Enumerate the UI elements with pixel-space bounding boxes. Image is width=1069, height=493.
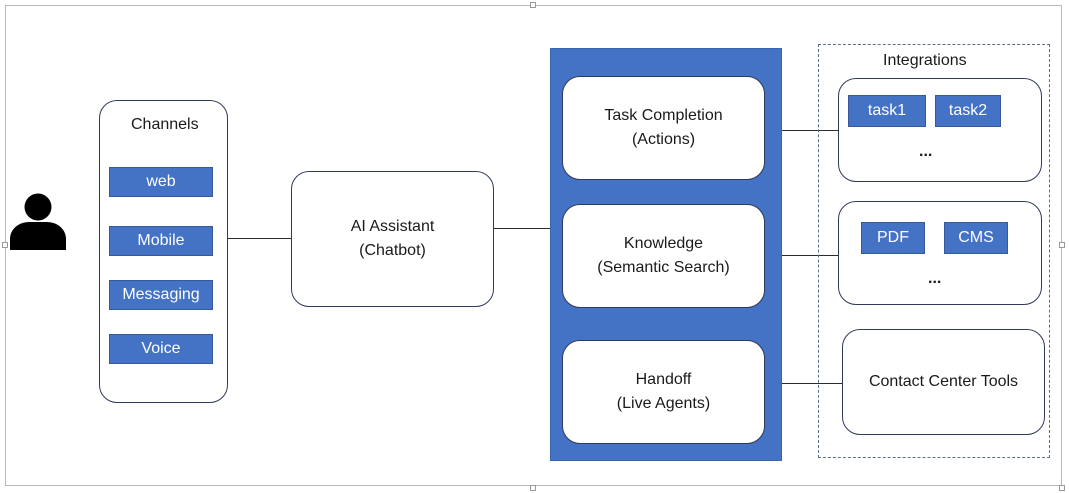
integration-task1[interactable]: task1 [848, 95, 926, 127]
task-completion-subtitle: (Actions) [631, 131, 696, 148]
task-integrations-box[interactable]: task1 task2 ... [838, 78, 1042, 182]
contact-center-tools-box[interactable]: Contact Center Tools [842, 329, 1045, 435]
channels-title: Channels [131, 116, 199, 133]
ai-assistant-subtitle: (Chatbot) [359, 242, 426, 259]
content-integrations-box[interactable]: PDF CMS ... [838, 201, 1042, 305]
resize-handle-bottom-right[interactable] [1059, 485, 1065, 491]
task-integrations-more: ... [919, 143, 933, 160]
integration-task2[interactable]: task2 [935, 95, 1001, 127]
ai-assistant-box[interactable]: AI Assistant (Chatbot) [291, 171, 494, 307]
connector-assistant-panel [494, 228, 550, 229]
channel-messaging[interactable]: Messaging [109, 280, 213, 310]
integrations-title: Integrations [883, 52, 967, 69]
handoff-title: Handoff [635, 371, 692, 388]
connector-channels-assistant [228, 238, 292, 239]
handoff-box[interactable]: Handoff (Live Agents) [562, 340, 765, 444]
integration-pdf[interactable]: PDF [861, 222, 925, 254]
connector-handoff-integrations [782, 383, 842, 384]
task-completion-title: Task Completion [604, 107, 723, 124]
handoff-subtitle: (Live Agents) [616, 395, 711, 412]
knowledge-title: Knowledge [623, 235, 704, 252]
resize-handle-top-middle[interactable] [530, 2, 536, 8]
channel-web[interactable]: web [109, 167, 213, 197]
contact-center-tools-label: Contact Center Tools [868, 373, 1019, 390]
integration-cms[interactable]: CMS [944, 222, 1008, 254]
connector-knowledge-integrations [782, 255, 838, 256]
resize-handle-bottom-middle[interactable] [530, 485, 536, 491]
integrations-container [818, 44, 1050, 458]
channel-voice[interactable]: Voice [109, 334, 213, 364]
content-integrations-more: ... [928, 270, 942, 287]
channel-mobile[interactable]: Mobile [109, 226, 213, 256]
channels-box[interactable]: Channels web Mobile Messaging Voice [99, 100, 228, 403]
ai-assistant-title: AI Assistant [350, 218, 435, 235]
resize-handle-right-middle[interactable] [1059, 242, 1065, 248]
task-completion-box[interactable]: Task Completion (Actions) [562, 76, 765, 180]
knowledge-subtitle: (Semantic Search) [597, 259, 730, 276]
resize-handle-left-middle[interactable] [2, 242, 8, 248]
user-icon [10, 192, 66, 250]
connector-task-integrations [782, 130, 838, 131]
knowledge-box[interactable]: Knowledge (Semantic Search) [562, 204, 765, 308]
